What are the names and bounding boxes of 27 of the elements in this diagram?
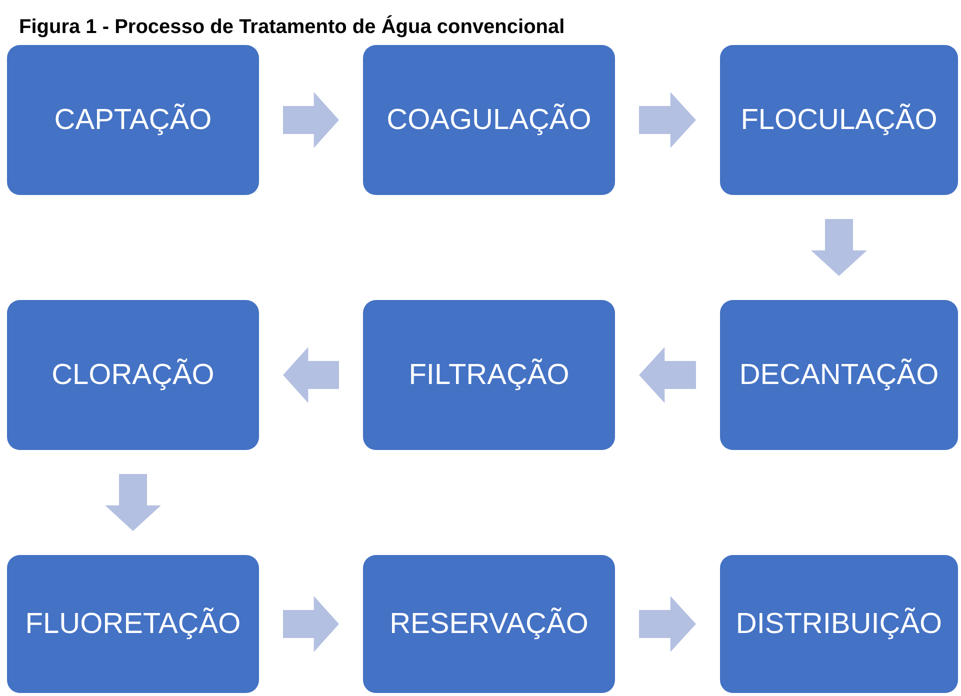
process-box [363,300,615,450]
arrow [283,92,339,148]
arrow [639,596,696,652]
process-box [7,555,259,693]
arrow [283,347,339,403]
step-label: FLUORETAÇÃO [25,608,241,640]
step-label: DISTRIBUIÇÃO [736,608,942,640]
process-box [720,555,958,693]
step-label: CLORAÇÃO [52,358,214,392]
arrow [105,474,161,531]
step-label: CAPTAÇÃO [54,104,212,136]
step-label: COAGULAÇÃO [386,104,592,136]
step-label: DECANTAÇÃO [739,358,939,392]
arrow [811,219,867,276]
arrow [639,92,696,148]
process-box [7,300,259,450]
process-box [720,300,958,450]
process-box [363,555,615,693]
process-box [720,45,958,195]
arrow [639,347,696,403]
arrow [283,596,339,652]
step-label: FILTRAÇÃO [408,358,570,392]
process-box [363,45,615,195]
step-label: RESERVAÇÃO [390,608,588,640]
step-label: FLOCULAÇÃO [740,104,938,136]
figure-title: Figura 1 - Processo de Tratamento de Água convencional [19,16,565,39]
process-box [7,45,259,195]
